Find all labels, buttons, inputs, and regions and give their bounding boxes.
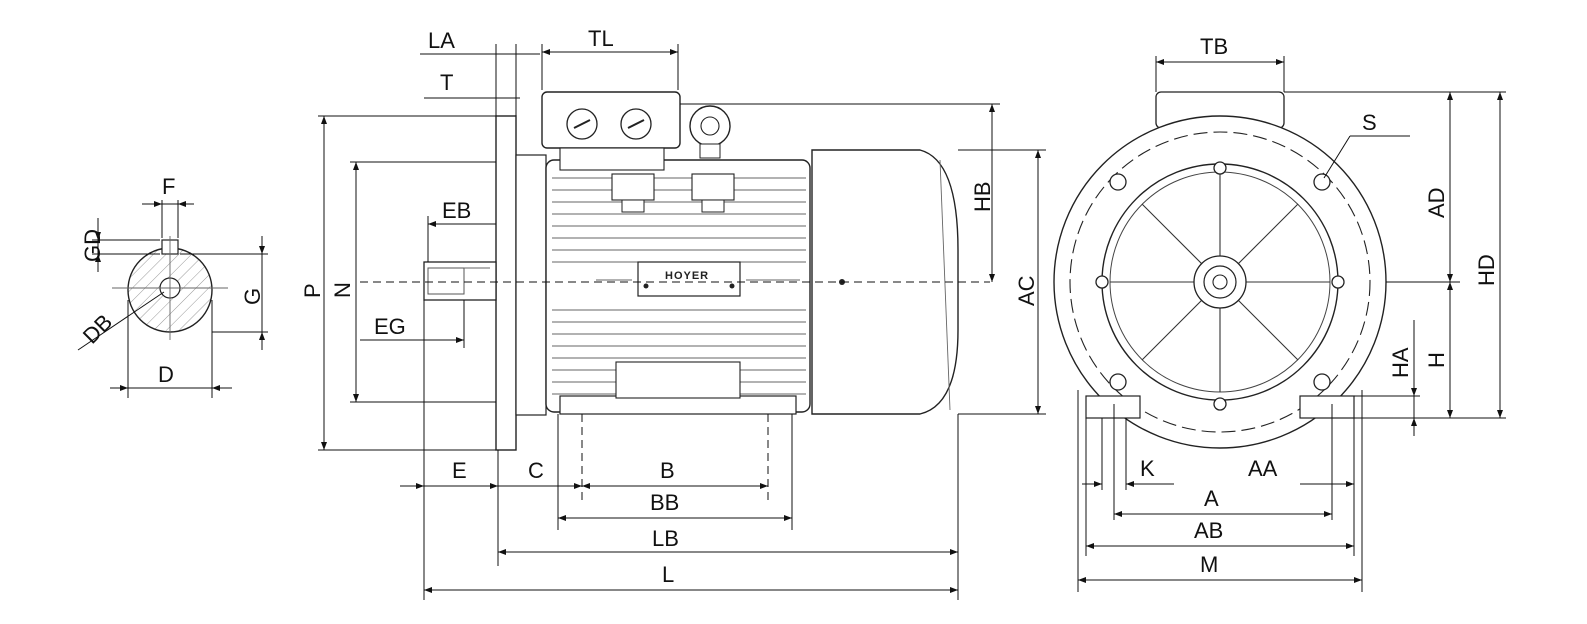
label-HD: HD bbox=[1474, 254, 1499, 286]
shaft-section-view: F GD G DB D bbox=[77, 174, 268, 398]
label-TL: TL bbox=[588, 26, 614, 51]
label-LB: LB bbox=[652, 526, 679, 551]
label-S: S bbox=[1362, 110, 1377, 135]
brand-plate-text: HOYER bbox=[665, 270, 709, 282]
end-view-right-foot bbox=[1299, 395, 1355, 419]
label-C: C bbox=[528, 458, 544, 483]
label-HB: HB bbox=[970, 181, 995, 212]
motor-end-view bbox=[1053, 91, 1387, 449]
label-EG: EG bbox=[374, 314, 406, 339]
label-LA: LA bbox=[428, 28, 455, 53]
label-L: L bbox=[662, 562, 674, 587]
end-view-left-foot bbox=[1085, 395, 1141, 419]
flange bbox=[495, 115, 517, 451]
label-AA: AA bbox=[1248, 456, 1278, 481]
label-AD: AD bbox=[1424, 187, 1449, 218]
label-GD: GD bbox=[80, 229, 105, 262]
label-E: E bbox=[452, 458, 467, 483]
label-N: N bbox=[330, 282, 355, 298]
label-H: H bbox=[1424, 352, 1449, 368]
label-M: M bbox=[1200, 552, 1218, 577]
label-T: T bbox=[440, 70, 453, 95]
label-K: K bbox=[1140, 456, 1155, 481]
label-AC: AC bbox=[1014, 275, 1039, 306]
cooling-fins bbox=[552, 177, 806, 395]
label-P: P bbox=[300, 283, 325, 298]
label-BB: BB bbox=[650, 490, 679, 515]
mounting-foot bbox=[559, 395, 797, 415]
label-EB: EB bbox=[442, 198, 471, 223]
label-DB: DB bbox=[78, 309, 117, 348]
side-view-dimensions: LA TL T EB P N EG HB AC E C B BB LB L bbox=[300, 26, 1046, 600]
label-G: G bbox=[240, 288, 265, 305]
label-A: A bbox=[1204, 486, 1219, 511]
terminal-box bbox=[541, 91, 681, 149]
motor-side-view: HOYER bbox=[360, 91, 990, 451]
label-AB: AB bbox=[1194, 518, 1223, 543]
end-view-dimensions: TB S AD HD HA H K AA A AB M bbox=[1077, 34, 1506, 592]
label-B: B bbox=[660, 458, 675, 483]
brand-plate bbox=[637, 261, 741, 297]
label-F: F bbox=[162, 174, 175, 199]
label-HA: HA bbox=[1388, 347, 1413, 378]
label-TB: TB bbox=[1200, 34, 1228, 59]
label-D: D bbox=[158, 362, 174, 387]
